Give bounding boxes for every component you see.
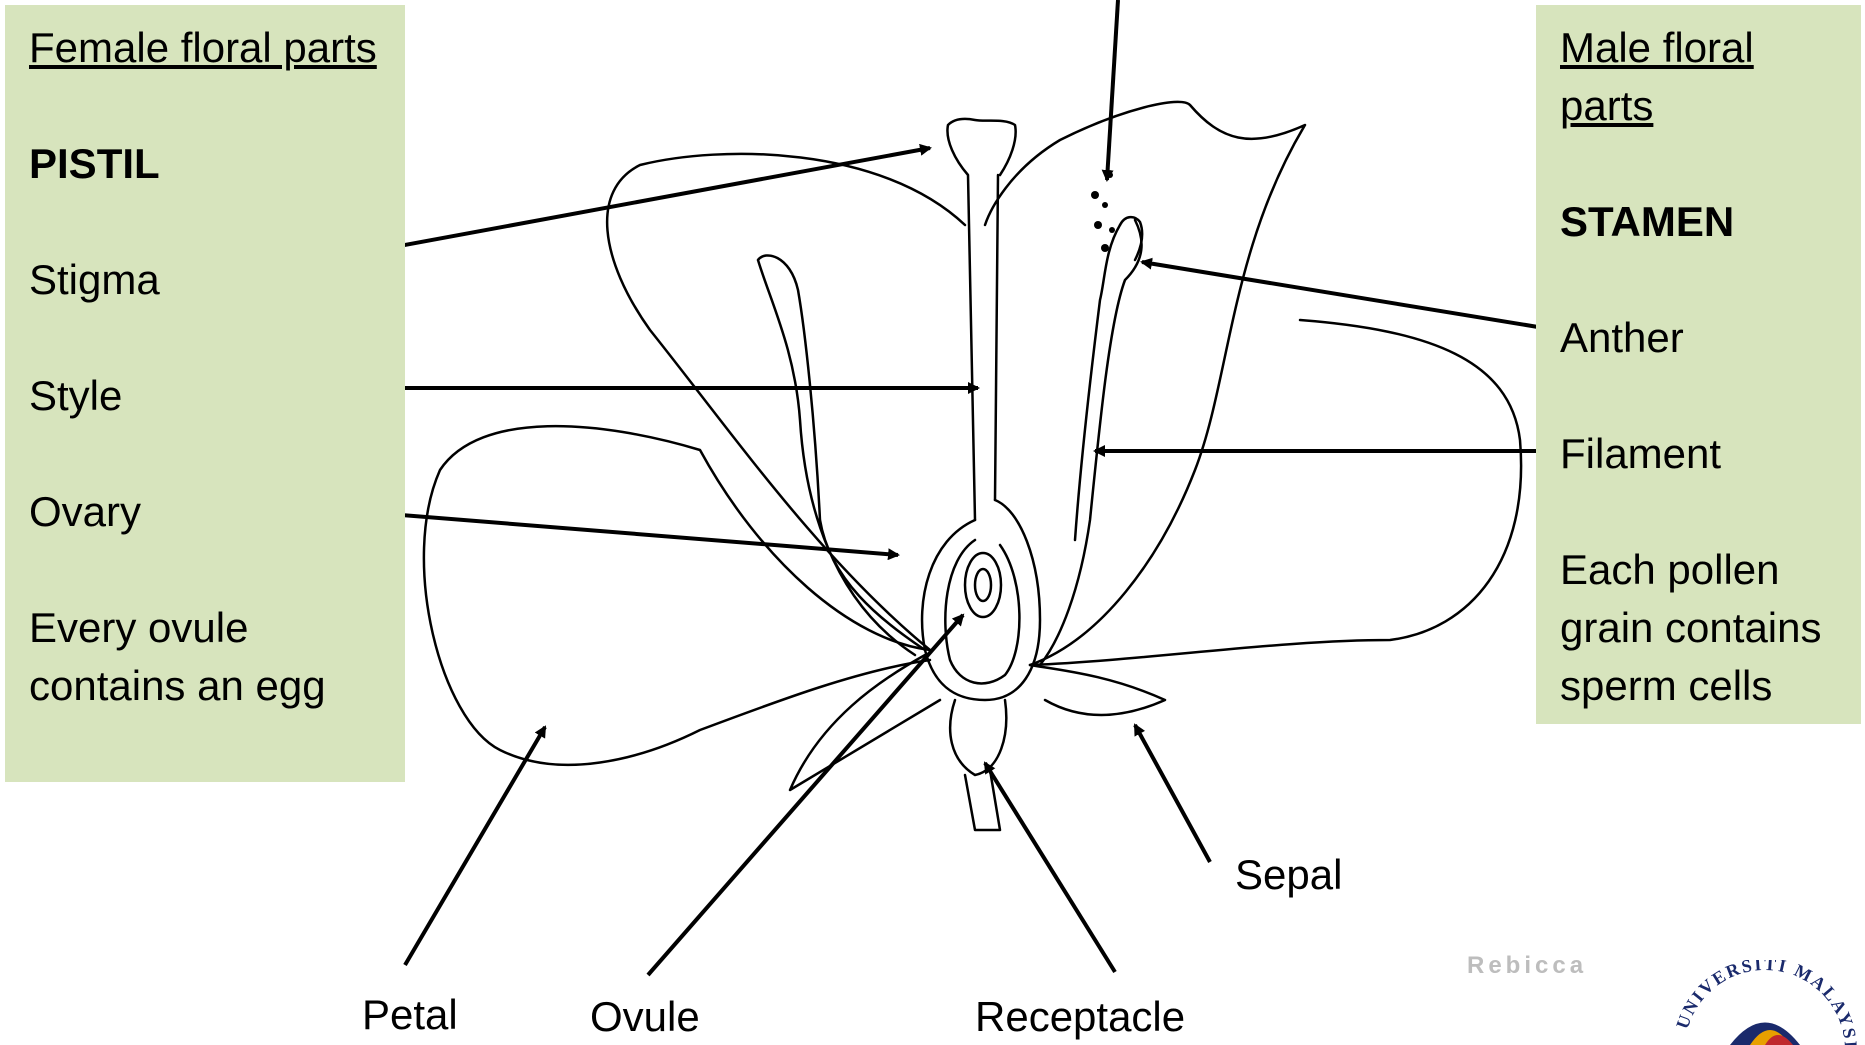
arrow-anther <box>1142 262 1538 327</box>
sepal-left <box>790 655 940 790</box>
arrow-sepal <box>1135 725 1210 862</box>
arrow-receptacle <box>985 763 1115 972</box>
pistil-title: PISTIL <box>29 135 381 193</box>
label-style: Style <box>29 367 381 425</box>
label-ovary: Ovary <box>29 483 381 541</box>
label-ovule-egg: Every ovule contains an egg <box>29 599 381 715</box>
stamen-title: STAMEN <box>1560 193 1837 251</box>
female-panel-heading: Female floral parts <box>29 19 381 77</box>
label-stigma: Stigma <box>29 251 381 309</box>
male-panel-heading: Male floral parts <box>1560 19 1837 135</box>
ovule-shape <box>965 553 1001 617</box>
anther-shape <box>1120 217 1142 260</box>
label-petal: Petal <box>362 990 458 1040</box>
label-pollen: Each pollen grain contains sperm cells <box>1560 541 1837 715</box>
stigma-shape <box>947 119 1015 520</box>
petal-left-upper <box>607 154 965 650</box>
arrow-pollen <box>1107 0 1118 180</box>
label-receptacle: Receptacle <box>975 992 1185 1042</box>
arrow-ovule <box>648 615 963 975</box>
stamen-left <box>758 255 925 655</box>
label-filament: Filament <box>1560 425 1837 483</box>
arrow-petal <box>405 727 545 965</box>
ovary-inner <box>945 540 1019 683</box>
receptacle-shape <box>950 700 1006 830</box>
sepal-right <box>1030 665 1165 715</box>
female-parts-panel: Female floral parts PISTIL Stigma Style … <box>5 5 405 782</box>
university-logo: UNIVERSITI MALAYSIA SARAWAK <box>1665 960 1865 1045</box>
label-ovule: Ovule <box>590 992 700 1042</box>
petal-right <box>985 102 1305 665</box>
male-parts-panel: Male floral parts STAMEN Anther Filament… <box>1536 5 1861 724</box>
stamen-right <box>1040 220 1142 665</box>
label-anther: Anther <box>1560 309 1837 367</box>
petal-right-outer <box>1030 320 1521 665</box>
label-sepal: Sepal <box>1235 850 1342 900</box>
watermark: Rebicca <box>1467 952 1587 980</box>
